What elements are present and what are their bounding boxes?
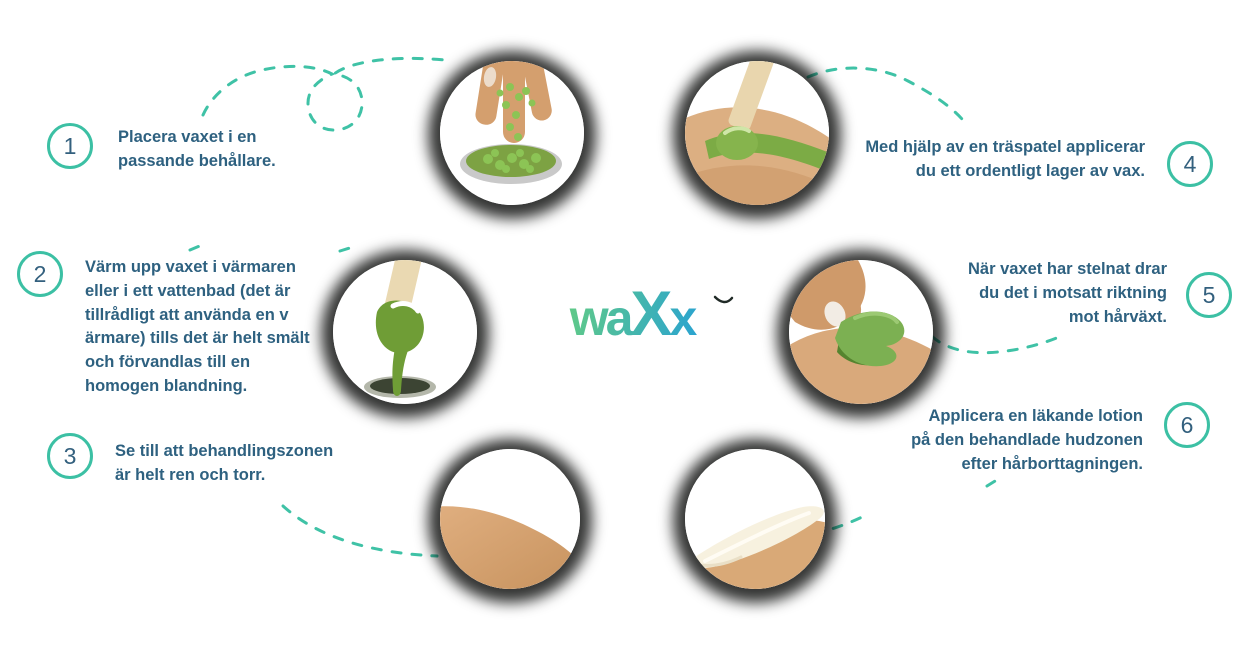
photo-clean-skin	[440, 449, 580, 589]
step-1-number: 1	[63, 132, 77, 159]
step-4-text: Med hjälp av en träspatel applicerar du …	[865, 138, 1145, 180]
connector-step3-arc	[281, 504, 439, 558]
step-3-number-badge: 3	[47, 433, 93, 479]
step-2-number: 2	[33, 260, 47, 287]
connector-step1-loop	[201, 56, 447, 132]
step-2-number-badge: 2	[17, 251, 63, 297]
logo-part-x: x	[669, 290, 695, 346]
logo-part-X: X	[630, 279, 670, 349]
step-3-number: 3	[63, 442, 77, 469]
connector-mark-a	[188, 243, 204, 252]
step-1-number-badge: 1	[47, 123, 93, 169]
step-1-text: Placera vaxet i en passande behållare.	[118, 128, 276, 170]
connector-step4-arc	[806, 66, 964, 121]
photo-dripping-wax	[333, 260, 477, 404]
logo-part-wa: wa	[569, 290, 631, 346]
step-5-text: När vaxet har stelnat drar du det i mots…	[967, 260, 1167, 326]
step-3-text: Se till att behandlingszonen är helt ren…	[115, 442, 334, 484]
photo-apply-wax	[685, 61, 829, 205]
step-2-text: Värm upp vaxet i värmaren eller i ett va…	[85, 258, 310, 395]
connector-mark-c	[985, 476, 1002, 488]
step-4-number-badge: 4	[1167, 141, 1213, 187]
step-6-text: Applicera en läkande lotion på den behan…	[911, 407, 1143, 473]
step-4-number: 4	[1183, 150, 1197, 177]
photo-pull-wax	[789, 260, 933, 404]
step-6-number-badge: 6	[1164, 402, 1210, 448]
photo-lotion	[685, 449, 825, 589]
step-5-number-badge: 5	[1186, 272, 1232, 318]
connector-mark-b	[338, 245, 355, 253]
step-6-number: 6	[1180, 411, 1194, 438]
photo-wax-beads	[440, 61, 584, 205]
connector-mark-dark	[713, 295, 734, 304]
step-5-number: 5	[1202, 281, 1216, 308]
